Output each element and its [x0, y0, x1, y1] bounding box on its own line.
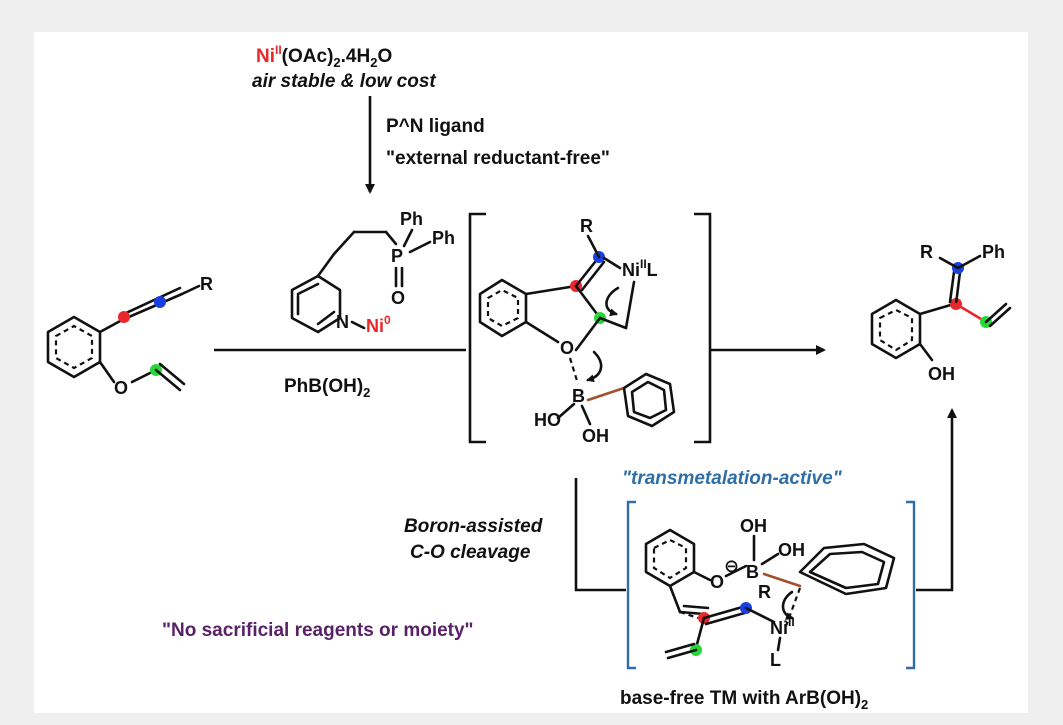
transmetalation-label: "transmetalation-active"	[622, 468, 843, 489]
product-r-group: R	[920, 242, 933, 262]
no-sacrificial-label: "No sacrificial reagents or moiety"	[162, 620, 474, 641]
intermediate-ho: HO	[534, 410, 561, 430]
ts-r-group: R	[758, 582, 771, 602]
intermediate-nickel: NiIIL	[622, 257, 658, 280]
transmetalation-complex: O ⊖ B OH OH R NiII L	[644, 516, 896, 670]
ligand-phenyl-2: Ph	[432, 228, 455, 248]
red-atom-marker	[118, 311, 130, 323]
substrate-ether-oxygen: O	[114, 378, 128, 398]
ts-hydroxyl-1: OH	[740, 516, 767, 536]
ts-charge: ⊖	[724, 556, 739, 576]
cleavage-line-2: C-O cleavage	[410, 542, 531, 563]
ligand-oxygen: O	[391, 288, 405, 308]
base-free-label: base-free TM with ArB(OH)2	[620, 688, 868, 712]
lower-pathway-line	[574, 478, 626, 592]
product-structure: R Ph OH	[870, 242, 1012, 384]
nickelacycle-intermediate: R NiIIL O B HO OH	[478, 216, 676, 446]
cleavage-line-1: Boron-assisted	[404, 516, 543, 537]
intermediate-oh: OH	[582, 426, 609, 446]
ts-right-bracket	[906, 500, 916, 670]
ts-nickel: NiII	[770, 615, 795, 638]
intermediate-boron: B	[572, 386, 585, 406]
ts-hydroxyl-2: OH	[778, 540, 805, 560]
intermediate-r-group: R	[580, 216, 593, 236]
ligand-label: P^N ligand	[386, 116, 485, 137]
ts-ligand: L	[770, 650, 781, 670]
ligand-nitrogen: N	[336, 312, 349, 332]
ligand-nickel: Ni0	[366, 313, 391, 336]
ts-left-bracket	[626, 500, 636, 670]
ts-oxygen: O	[710, 572, 724, 592]
reductant-free-label: "external reductant-free"	[386, 148, 610, 169]
ligand-phosphorus: P	[391, 246, 403, 266]
product-hydroxyl: OH	[928, 364, 955, 384]
ligand-nickel-complex: P Ph Ph O N Ni0	[290, 209, 455, 336]
phenylboronic-acid-label: PhB(OH)2	[284, 376, 370, 400]
blue-atom-marker	[154, 296, 166, 308]
substrate-r-group: R	[200, 274, 213, 294]
lower-pathway-up-arrow	[916, 408, 957, 592]
reagent-note: air stable & low cost	[252, 71, 436, 92]
substrate-structure: R O	[46, 274, 213, 398]
ligand-phenyl-1: Ph	[400, 209, 423, 229]
ts-boron: B	[746, 562, 759, 582]
nickel-reagent-formula: NiII(OAc)2.4H2O	[256, 43, 392, 70]
intermediate-oxygen: O	[560, 338, 574, 358]
scheme-canvas: NiII(OAc)2.4H2O air stable & low cost P^…	[34, 32, 1028, 713]
intermediate-right-bracket	[694, 212, 712, 444]
intermediate-left-bracket	[468, 212, 486, 444]
reaction-scheme: NiII(OAc)2.4H2O air stable & low cost P^…	[46, 43, 1012, 712]
product-phenyl: Ph	[982, 242, 1005, 262]
